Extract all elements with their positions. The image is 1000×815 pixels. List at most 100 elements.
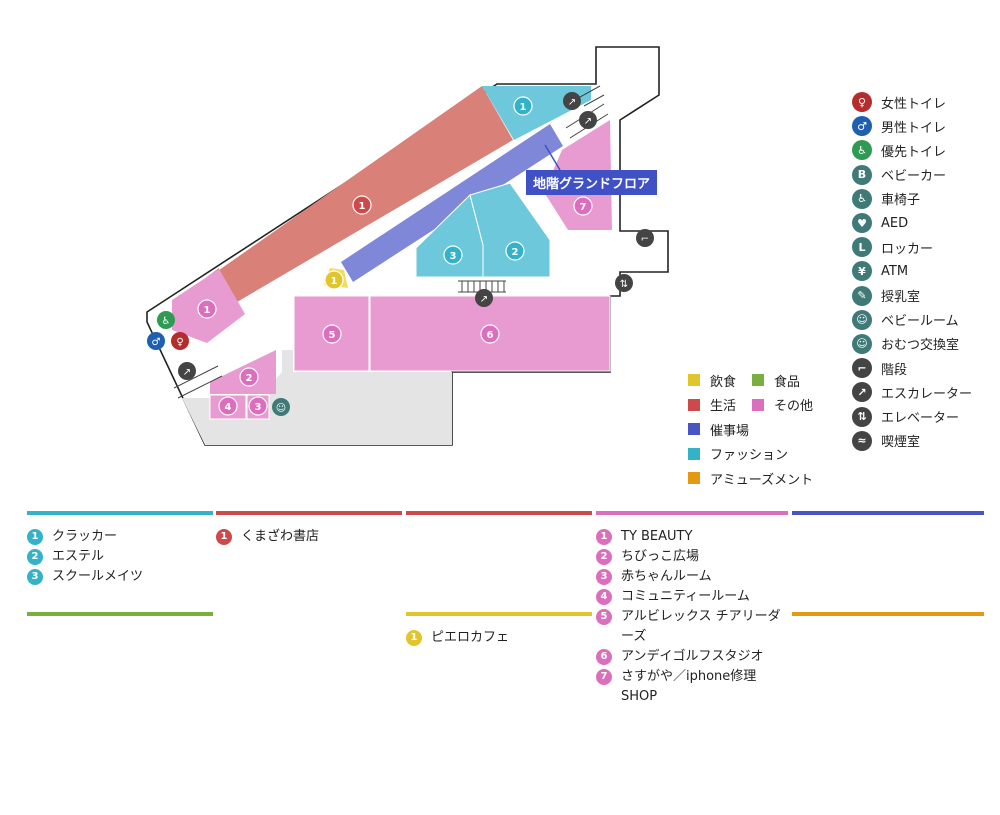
svg-text:♿: ♿: [162, 316, 171, 327]
female-toilet-icon: ♀: [852, 92, 872, 113]
baby-room-icon: ☺: [852, 309, 872, 330]
facility-legend-row: ⇅ エレベーター: [852, 404, 992, 428]
badge-other-1: 1: [204, 305, 211, 316]
svg-text:♂: ♂: [152, 337, 161, 348]
bar-food-drink: [406, 612, 592, 616]
shop-list-item[interactable]: 3 赤ちゃんルーム: [596, 567, 788, 587]
shop-list-item[interactable]: 4 コミュニティールーム: [596, 587, 788, 607]
bar-living-2: [406, 511, 592, 515]
facility-legend-label: 優先トイレ: [881, 144, 947, 160]
bar-fashion: [27, 511, 213, 515]
shop-number-badge: 6: [596, 649, 612, 665]
shop-number-badge: 7: [596, 669, 612, 685]
svg-text:☺: ☺: [276, 403, 286, 414]
locker-icon: L: [852, 237, 872, 258]
shop-number-badge: 3: [596, 569, 612, 585]
swatch-other: [752, 398, 765, 411]
badge-other-3: 3: [255, 402, 262, 413]
facility-legend-row: ✎授乳室: [852, 284, 992, 308]
facility-legend-row: ♿車椅子: [852, 187, 992, 211]
badge-fashion-2: 2: [512, 247, 519, 258]
facility-legend-label: 喫煙室: [881, 435, 921, 451]
bar-event: [792, 511, 984, 515]
map-icons: ↗ ↗ ⌐ ⇅ ↗ ↗ ♿ ♂ ♀ ☺: [147, 92, 654, 416]
stairs-icon: ⌐: [852, 358, 872, 379]
floor-label-pointer: [544, 144, 561, 171]
zone-living-1[interactable]: [172, 86, 513, 312]
zone-badges: 1 1 3 2 7 1 1 5 6 2 4 3: [197, 96, 593, 416]
shop-number-badge: 1: [216, 529, 232, 545]
column-living-2: [406, 511, 592, 515]
facility-legend-row: ≈ 喫煙室: [852, 429, 992, 453]
facility-legend-label: ベビーカー: [881, 169, 947, 185]
facility-legend-label: おむつ交換室: [881, 338, 960, 354]
cat-food: 食品: [774, 374, 801, 390]
facility-legend-row: ☺ おむつ交換室: [852, 332, 992, 356]
svg-text:↗: ↗: [568, 97, 576, 108]
bar-amusement: [792, 612, 984, 616]
swatch-food: [752, 374, 765, 387]
elevator-icon: [615, 274, 633, 292]
zone-event[interactable]: [341, 124, 563, 282]
svg-text:↗: ↗: [584, 116, 592, 127]
elevator-icon: ⇅: [852, 406, 872, 427]
facility-legend-row: ♥ AED: [852, 211, 992, 235]
aed-icon: ♥: [852, 213, 872, 234]
badge-other-5: 5: [329, 330, 336, 341]
badge-other-6: 6: [487, 330, 494, 341]
back-area: [182, 350, 452, 445]
shop-name: ピエロカフェ: [431, 630, 510, 645]
atm-icon: ¥: [852, 261, 872, 282]
smoking-room-icon: ≈: [852, 430, 872, 451]
shop-list-item[interactable]: 1 TY BEAUTY: [596, 527, 788, 547]
male-toilet-icon: ♂: [852, 116, 872, 137]
shop-name: 赤ちゃんルーム: [621, 569, 712, 584]
shop-name: エステル: [52, 549, 105, 564]
shop-number-badge: 5: [596, 609, 612, 625]
facility-legend-row: ⌐ 階段: [852, 356, 992, 380]
shop-number-badge: 4: [596, 589, 612, 605]
cat-amusement: アミューズメント: [710, 472, 814, 488]
escalator-icon: [579, 111, 597, 129]
escalator-icon: [563, 92, 581, 110]
stairs-icon: [636, 229, 654, 247]
escalator-icon: ↗: [852, 382, 872, 403]
column-food: [27, 612, 213, 616]
zone-fashion-2[interactable]: [469, 182, 551, 278]
facility-legend-label: エレベーター: [881, 411, 960, 427]
facility-legend-label: 車椅子: [881, 193, 921, 209]
facility-legend-row: ♀女性トイレ: [852, 90, 992, 114]
shop-name: コミュニティールーム: [621, 589, 750, 604]
diaper-change-icon: ☺: [852, 333, 872, 354]
facility-legend-label: AED: [881, 215, 909, 231]
facility-legend-label: 階段: [881, 362, 908, 378]
shop-name: TY BEAUTY: [621, 529, 693, 544]
svg-text:↗: ↗: [480, 294, 488, 305]
cat-living: 生活: [710, 399, 737, 415]
column-event: [792, 511, 984, 515]
facility-legend-row: ♂男性トイレ: [852, 114, 992, 138]
shop-number-badge: 1: [596, 529, 612, 545]
escalator-icon: [475, 289, 493, 307]
shop-number-badge: 3: [27, 569, 43, 585]
bar-other: [596, 511, 788, 515]
badge-other-2: 2: [246, 373, 253, 384]
